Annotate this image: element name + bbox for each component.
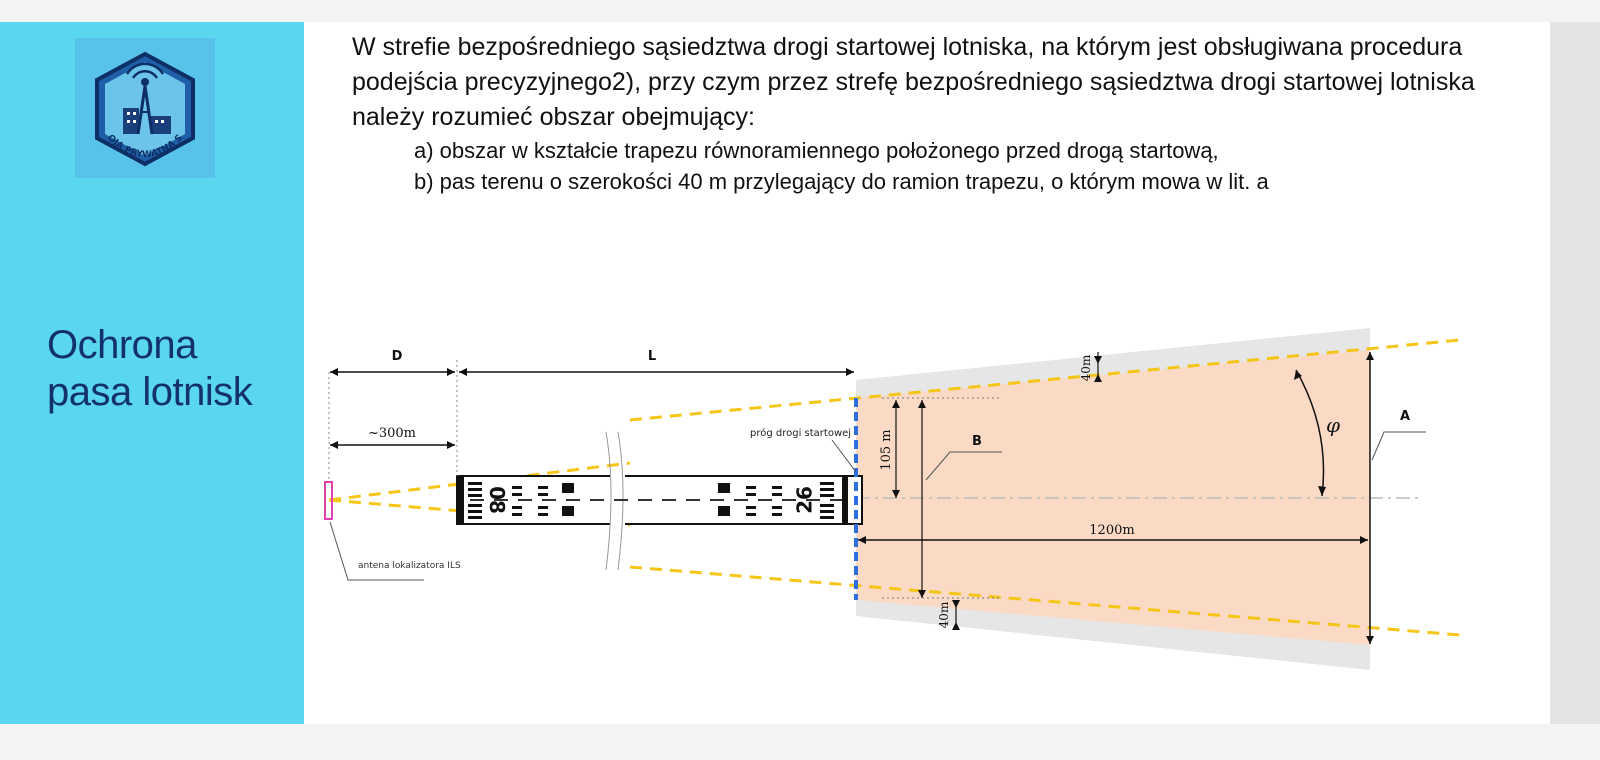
label-105m: 105 m: [879, 429, 894, 470]
sidebar: TWOJA PRYWATNA SIEĆ Ochrona pasa lotnisk: [0, 22, 304, 724]
label-D: D: [392, 349, 403, 364]
slide-title-line1: Ochrona: [47, 323, 197, 367]
label-1200m: 1200m: [1089, 523, 1134, 538]
runway-diagram: 08 26 próg drogi startowej antena lokali…: [324, 328, 1461, 670]
list-item-b: b) pas terenu o szerokości 40 m przylega…: [414, 169, 1269, 194]
runway-designator-08: 08: [485, 486, 509, 514]
slide-title-line2: pasa lotnisk: [47, 370, 253, 414]
ils-antenna: [324, 481, 333, 520]
label-300m: ~300m: [368, 426, 416, 441]
runway-designator-26: 26: [793, 486, 817, 514]
logo-text: TWOJA PRYWATNA SIEĆ: [75, 38, 185, 160]
logo: TWOJA PRYWATNA SIEĆ: [75, 38, 215, 178]
angle-arc: [1295, 369, 1325, 497]
list-item-a: a) obszar w kształcie trapezu równoramie…: [414, 138, 1219, 163]
slide-title: Ochrona pasa lotnisk: [47, 322, 253, 416]
antenna-leader: [329, 521, 424, 581]
label-40m-bottom: 40m: [937, 601, 951, 628]
right-margin-bar: [1550, 22, 1600, 724]
break-mark-right: [617, 431, 624, 571]
runway-markings: [458, 477, 848, 523]
network-tower-icon: [95, 51, 195, 167]
threshold-leader: [831, 439, 857, 473]
threshold-label: próg drogi startowej: [750, 427, 851, 439]
label-A: A: [1400, 409, 1410, 424]
label-40m-top: 40m: [1079, 354, 1093, 381]
body-paragraph: W strefie bezpośredniego sąsiedztwa drog…: [352, 33, 1475, 131]
leader-A: [1371, 431, 1426, 461]
label-L: L: [648, 349, 656, 364]
label-B: B: [972, 434, 982, 449]
antenna-label: antena lokalizatora ILS: [358, 561, 461, 571]
body-text: W strefie bezpośredniego sąsiedztwa drog…: [352, 30, 1502, 197]
break-mark-left: [605, 431, 612, 571]
svg-text:TWOJA PRYWATNA SIEĆ: TWOJA PRYWATNA SIEĆ: [75, 38, 185, 160]
leader-B: [925, 451, 1002, 481]
label-angle: φ: [1326, 413, 1340, 437]
